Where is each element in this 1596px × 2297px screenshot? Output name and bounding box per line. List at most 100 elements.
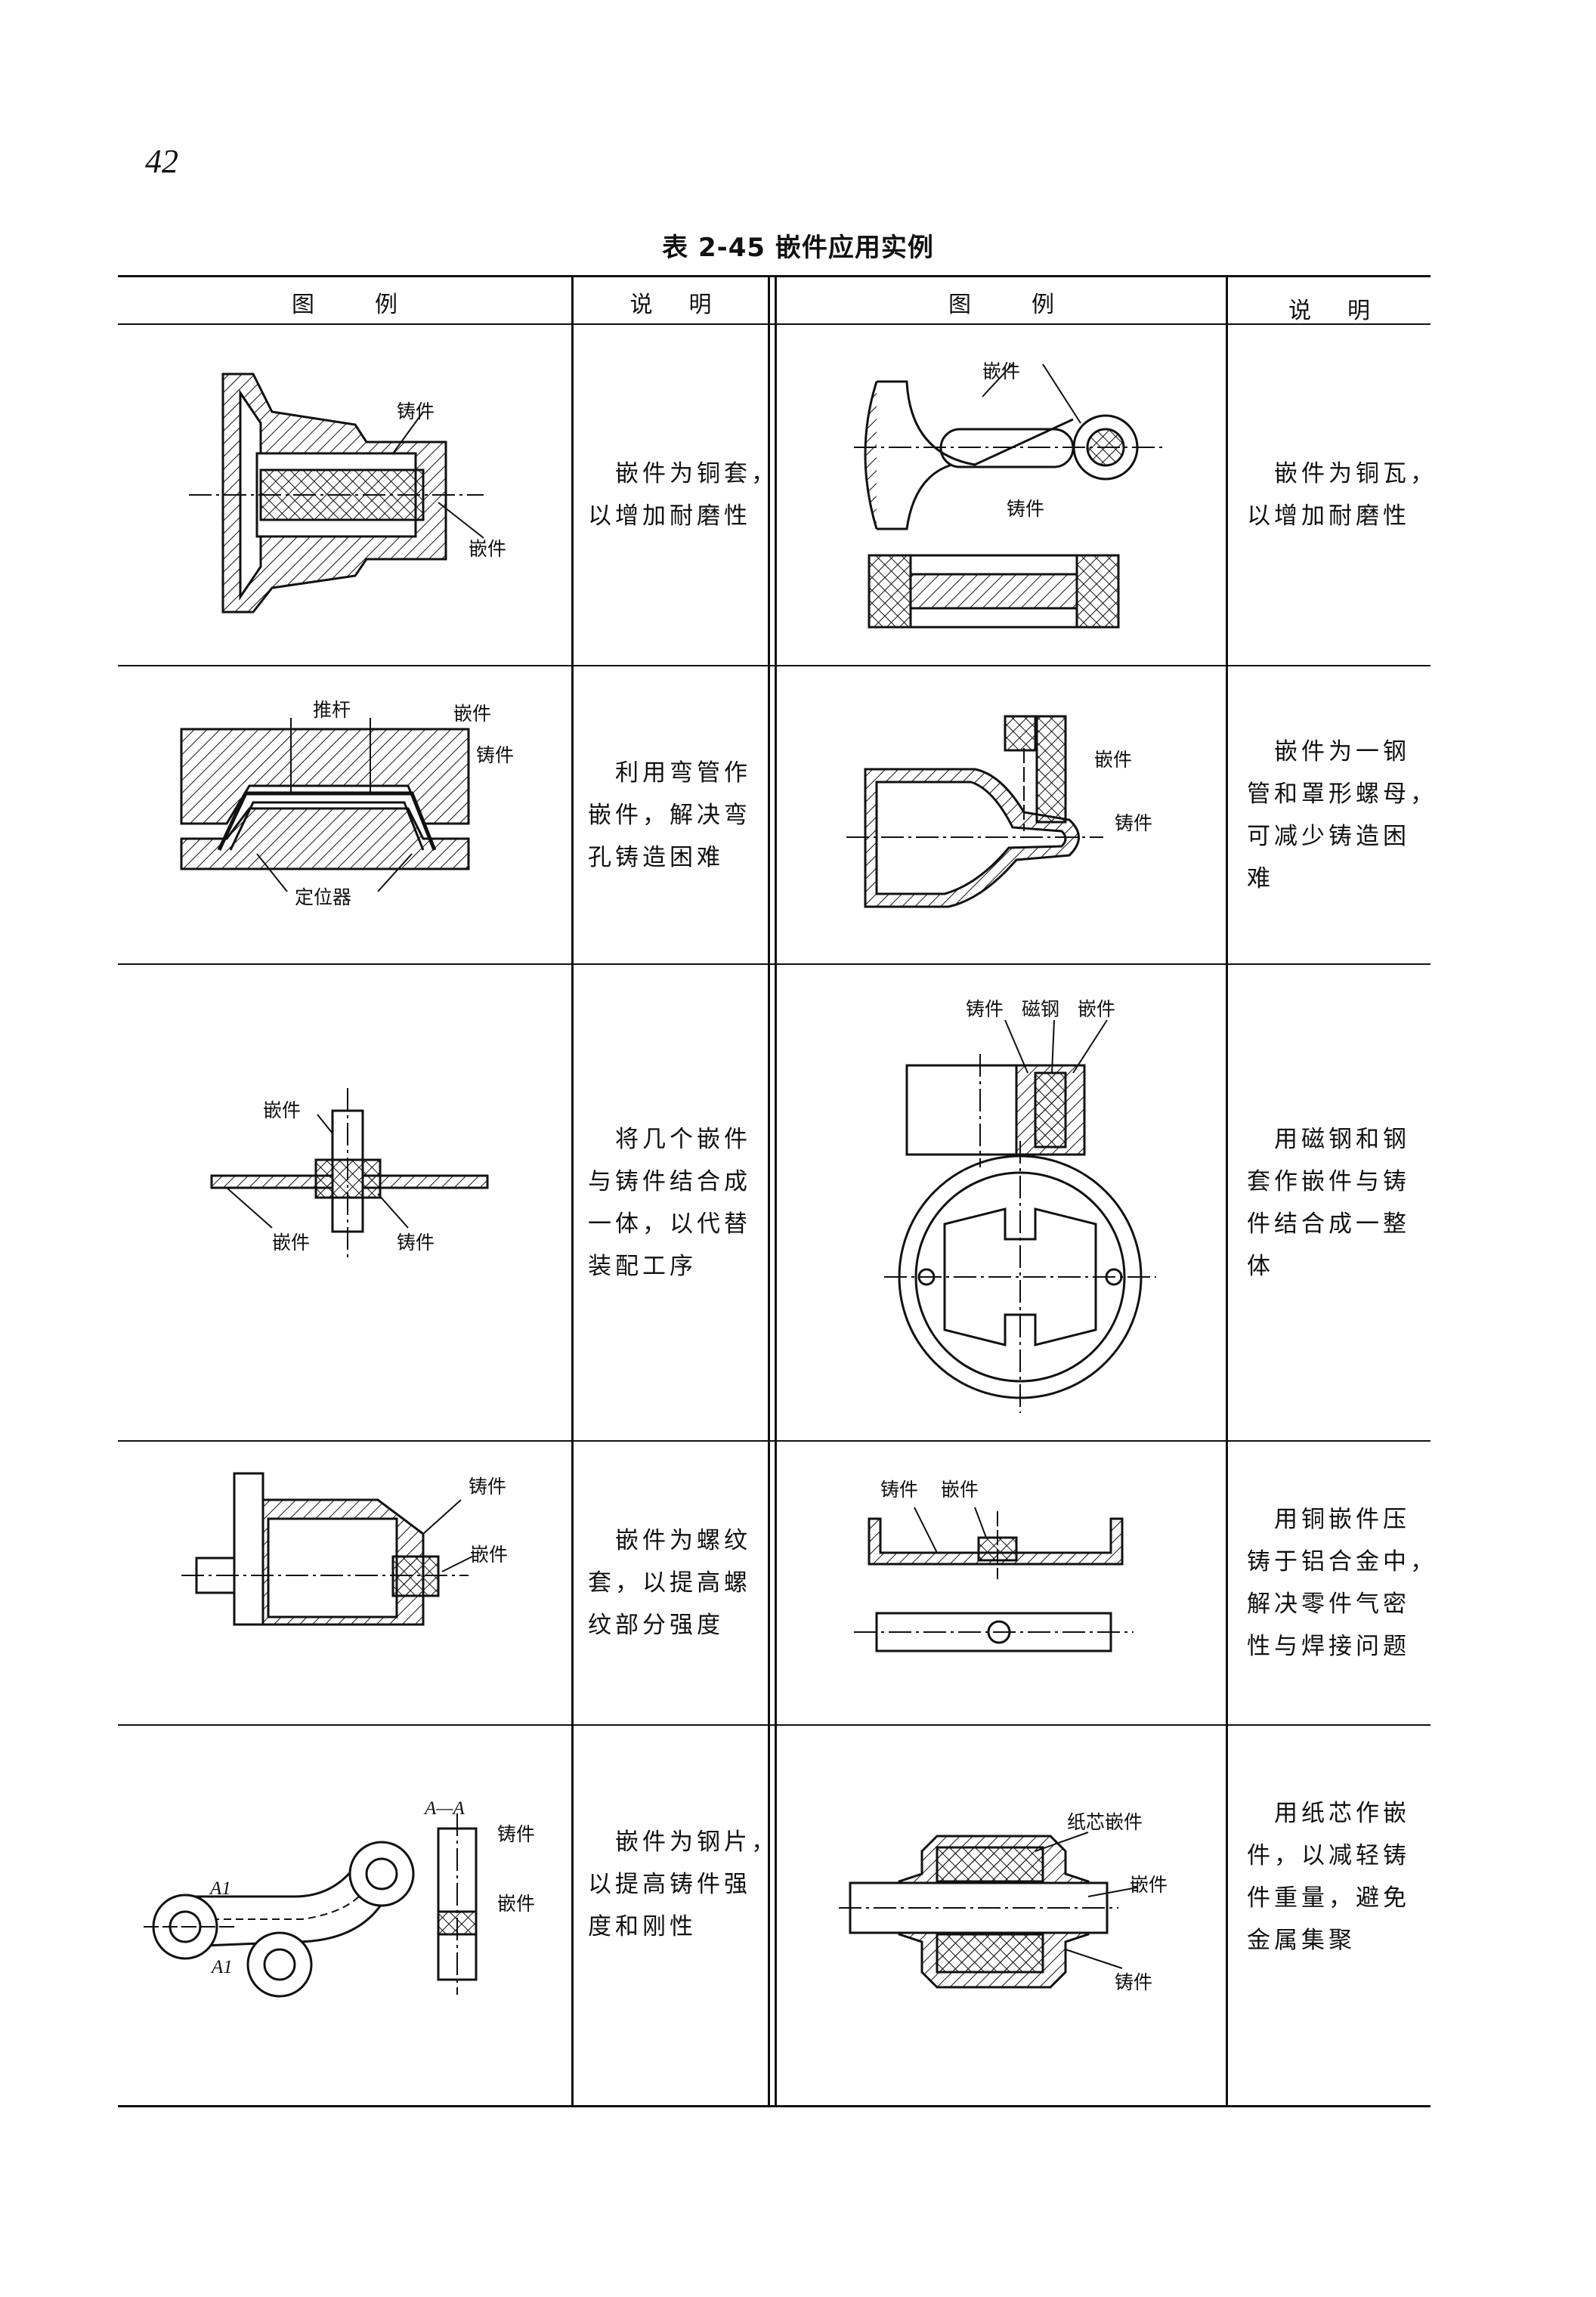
description-cell: 用纸芯作嵌 件，以减轻铸 件重量，避免 金属集聚 [1247,1726,1410,2028]
drawing-paper-core-insert [839,1832,1138,1989]
description-line: 嵌件，解决弯 [588,801,751,829]
label-section-mark: A1 [210,1878,231,1899]
column-divider [1226,275,1228,2107]
label-insert: 嵌件 [497,1893,536,1915]
header-figure-right: 图例 [777,281,1226,323]
description-line: 嵌件为钢片， [588,1829,778,1856]
drawing-diecast-channel [854,1507,1134,1652]
drawing-bent-tube-mold [180,718,470,892]
row-rule [118,963,1431,965]
label-casting: 铸件 [469,1476,507,1498]
table-top-rule [118,275,1431,277]
description-line: 件，以减轻铸 [1247,1842,1410,1869]
label-insert: 嵌件 [453,703,492,725]
label-casting: 铸件 [1007,498,1045,520]
header-rule [118,323,1431,325]
page-number: 42 [145,143,178,180]
description-line: 嵌件为一钢 [1247,737,1410,765]
description-line: 孔铸造困难 [588,843,724,871]
header-char: 说 [1288,298,1311,324]
drawing-multi-insert-assembly [210,1088,489,1262]
description-line: 体 [1247,1252,1274,1280]
label-insert: 嵌件 [263,1099,302,1121]
description-line: 利用弯管作 [588,759,751,787]
description-line: 用磁钢和钢 [1247,1125,1410,1153]
description-cell: 嵌件为一钢 管和罩形螺母， 可减少铸造困 难 [1247,666,1437,963]
label-insert: 嵌件 [1094,749,1133,771]
description-line: 性与焊接问题 [1247,1633,1410,1660]
description-line: 以增加耐磨性 [588,502,751,530]
description-cell: 嵌件为钢片， 以提高铸件强 度和刚性 [588,1726,778,2043]
drawing-threaded-sleeve [181,1472,473,1626]
header-char: 说 [629,292,653,318]
description-line: 管和罩形螺母， [1247,780,1437,808]
description-line: 件结合成一整 [1247,1210,1410,1238]
label-insert: 嵌件 [1130,1874,1168,1896]
description-cell: 嵌件为铜套， 以增加耐磨性 [588,325,778,665]
description-cell: 嵌件为铜瓦， 以增加耐磨性 [1247,325,1437,665]
description-line: 装配工序 [588,1252,697,1280]
description-line: 嵌件为铜瓦， [1247,460,1437,487]
description-line: 以提高铸件强 [588,1871,751,1898]
header-char: 图 [292,292,314,318]
column-divider-double [775,275,777,2107]
header-char: 明 [1347,298,1370,324]
description-line: 用铜嵌件压 [1247,1506,1410,1533]
label-insert: 嵌件 [941,1479,979,1501]
description-line: 用纸芯作嵌 [1247,1800,1410,1827]
header-char: 明 [688,292,712,318]
row-rule [118,1440,1431,1442]
label-paper-core-insert: 纸芯嵌件 [1067,1811,1143,1833]
header-figure-left: 图例 [118,281,571,323]
row-rule [118,1724,1431,1726]
description-cell: 用磁钢和钢 套作嵌件与铸 件结合成一整 体 [1247,965,1410,1440]
header-char: 图 [948,292,971,318]
description-line: 度和刚性 [588,1913,697,1940]
header-desc-right: 说明 [1228,287,1431,329]
label-insert: 嵌件 [1078,998,1116,1020]
drawing-steel-plate-link [144,1813,478,1998]
description-cell: 用铜嵌件压 铸于铝合金中， 解决零件气密 性与焊接问题 [1247,1442,1437,1724]
description-line: 与铸件结合成 [588,1167,751,1195]
description-line: 套作嵌件与铸 [1247,1167,1410,1195]
description-line: 将几个嵌件 [588,1125,751,1153]
description-line: 可减少铸造困 [1247,822,1410,850]
column-divider-double [768,275,770,2107]
label-casting: 铸件 [1115,1971,1153,1993]
label-casting: 铸件 [476,744,515,766]
description-line: 套，以提高螺 [588,1569,751,1597]
label-casting: 铸件 [497,1823,536,1845]
description-line: 嵌件为铜套， [588,460,778,487]
description-cell: 利用弯管作 嵌件，解决弯 孔铸造困难 [588,666,751,963]
label-insert: 嵌件 [272,1232,311,1254]
description-line: 纹部分强度 [588,1612,724,1639]
description-line: 金属集聚 [1247,1927,1356,1954]
description-line: 以增加耐磨性 [1247,502,1410,530]
label-push-rod: 推杆 [313,699,351,721]
description-cell: 嵌件为螺纹 套，以提高螺 纹部分强度 [588,1442,751,1724]
label-casting: 铸件 [966,998,1004,1020]
label-section-mark: A1 [212,1957,233,1977]
drawing-connecting-rod [854,363,1164,629]
description-line: 解决零件气密 [1247,1591,1410,1618]
drawing-flange-bushing [189,373,484,614]
label-insert: 嵌件 [982,360,1021,382]
label-casting: 铸件 [880,1479,919,1501]
description-line: 一体，以代替 [588,1210,751,1238]
description-line: 嵌件为螺纹 [588,1527,751,1554]
label-insert: 嵌件 [470,1544,509,1566]
label-casting: 铸件 [1115,812,1153,834]
description-line: 难 [1247,864,1274,892]
header-char: 例 [1032,292,1054,318]
label-section-a-a: A—A [425,1798,465,1819]
table-bottom-rule [118,2105,1431,2107]
description-cell: 将几个嵌件 与铸件结合成 一体，以代替 装配工序 [588,965,751,1440]
description-line: 铸于铝合金中， [1247,1548,1437,1575]
header-char: 例 [375,292,397,318]
row-rule [118,665,1431,666]
description-line: 件重量，避免 [1247,1884,1410,1912]
label-casting: 铸件 [397,400,435,422]
label-casting: 铸件 [397,1232,435,1254]
drawing-tube-cap-nut [846,715,1103,908]
